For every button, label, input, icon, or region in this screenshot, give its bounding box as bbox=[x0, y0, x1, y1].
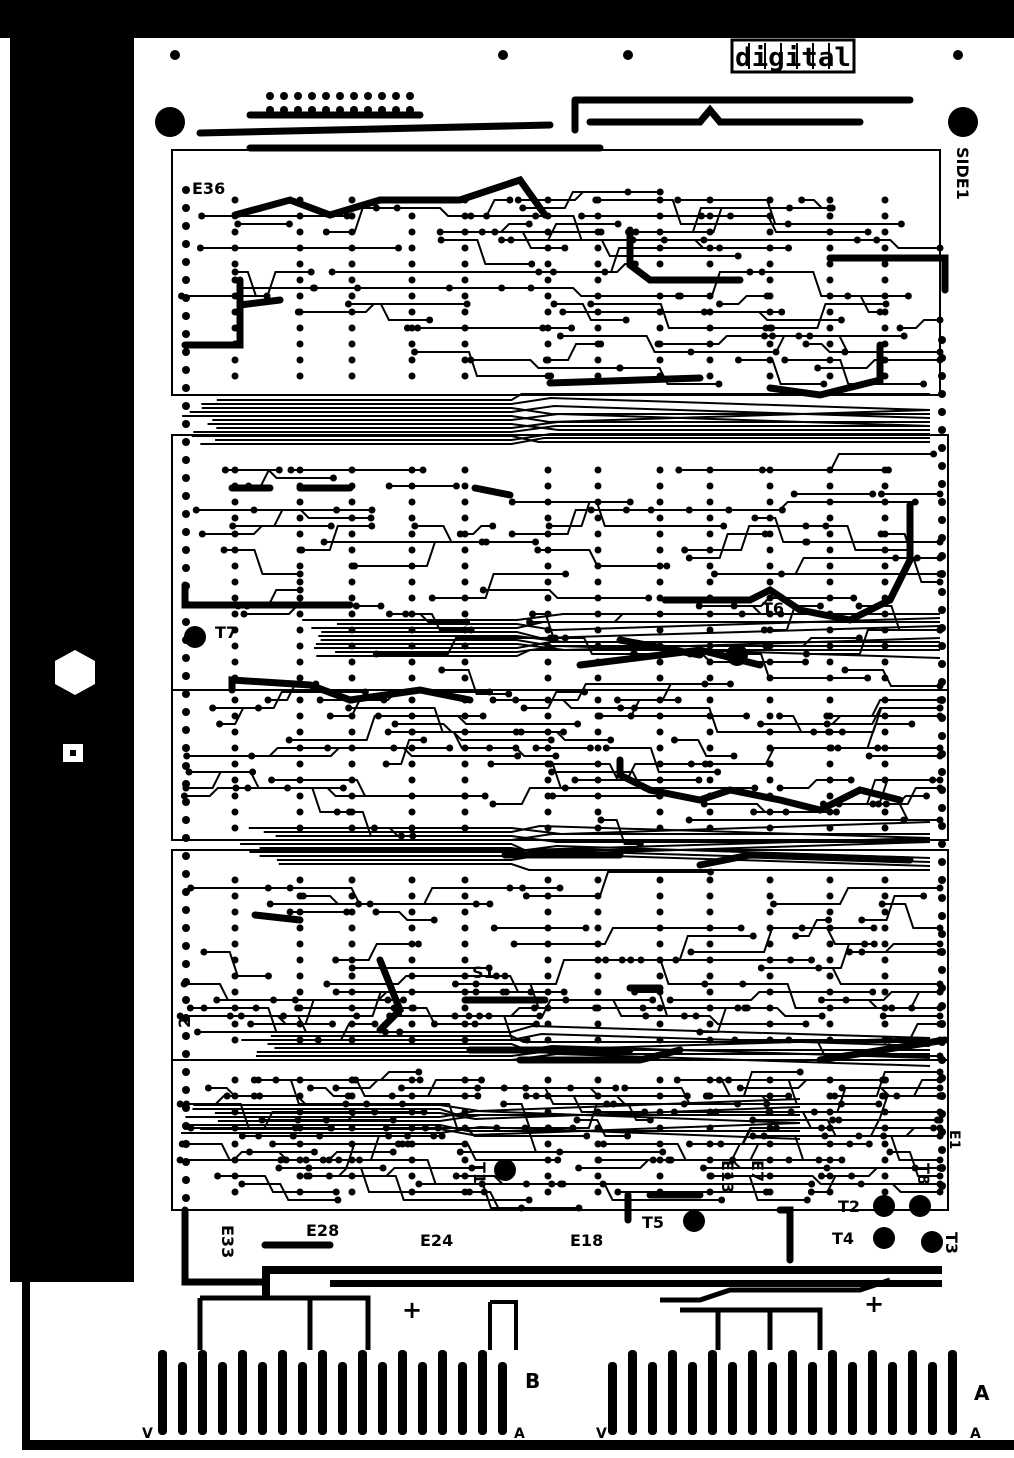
bottom-border bbox=[22, 1440, 1014, 1450]
edge-connector: + + B A V A V A bbox=[142, 1266, 990, 1442]
connector-finger-a-14 bbox=[868, 1350, 877, 1435]
connector-finger-b-5 bbox=[238, 1350, 247, 1435]
label-e13: E13 bbox=[718, 1160, 737, 1193]
label-e33: E33 bbox=[218, 1225, 237, 1258]
connector-finger-b-3 bbox=[198, 1350, 207, 1435]
finger-group-a bbox=[608, 1350, 957, 1435]
connector-finger-b-6 bbox=[258, 1362, 267, 1435]
label-t3: T3 bbox=[942, 1232, 961, 1254]
connector-right-start: V bbox=[596, 1426, 607, 1442]
connector-finger-b-17 bbox=[478, 1350, 487, 1435]
label-e36: E36 bbox=[192, 179, 225, 198]
label-e28: E28 bbox=[306, 1221, 339, 1240]
test-point-t8-pad bbox=[909, 1195, 931, 1217]
connector-finger-a-10 bbox=[788, 1350, 797, 1435]
label-t7: T7 bbox=[215, 623, 237, 642]
label-t1: T1 bbox=[470, 1162, 489, 1184]
brand-logo-text: digital bbox=[735, 43, 851, 73]
connector-finger-a-15 bbox=[888, 1362, 897, 1435]
label-e24: E24 bbox=[420, 1231, 453, 1250]
test-point-t4-pad bbox=[873, 1227, 895, 1249]
test-point-t3-pad bbox=[921, 1231, 943, 1253]
label-e7: E7 bbox=[748, 1160, 767, 1182]
connector-finger-b-2 bbox=[178, 1362, 187, 1435]
connector-finger-a-11 bbox=[808, 1362, 817, 1435]
connector-finger-a-12 bbox=[828, 1350, 837, 1435]
connector-finger-b-16 bbox=[458, 1362, 467, 1435]
connector-finger-a-18 bbox=[948, 1350, 957, 1435]
connector-finger-a-3 bbox=[648, 1362, 657, 1435]
finger-group-b bbox=[158, 1350, 507, 1435]
connector-finger-b-8 bbox=[298, 1362, 307, 1435]
connector-finger-a-17 bbox=[928, 1362, 937, 1435]
left-lower-edge bbox=[22, 1282, 30, 1450]
connector-finger-b-18 bbox=[498, 1362, 507, 1435]
label-e2: 2 bbox=[175, 1017, 194, 1028]
connector-finger-a-4 bbox=[668, 1350, 677, 1435]
connector-finger-b-9 bbox=[318, 1350, 327, 1435]
label-t2: T2 bbox=[838, 1197, 860, 1216]
connector-finger-a-6 bbox=[708, 1350, 717, 1435]
test-point-t7-pad bbox=[184, 626, 206, 648]
connector-finger-a-5 bbox=[688, 1362, 697, 1435]
label-e18: E18 bbox=[570, 1231, 603, 1250]
connector-finger-a-8 bbox=[748, 1350, 757, 1435]
connector-plus-left: + bbox=[402, 1296, 422, 1324]
connector-finger-a-9 bbox=[768, 1362, 777, 1435]
mounting-hole-top-right bbox=[948, 107, 978, 137]
connector-finger-b-4 bbox=[218, 1362, 227, 1435]
label-t5: T5 bbox=[642, 1213, 664, 1232]
connector-finger-b-13 bbox=[398, 1350, 407, 1435]
test-point-t5-pad bbox=[683, 1210, 705, 1232]
connector-finger-b-7 bbox=[278, 1350, 287, 1435]
connector-row-b-label: B bbox=[525, 1369, 540, 1393]
label-t6: T6 bbox=[762, 599, 784, 618]
test-point-t1-pad bbox=[494, 1159, 516, 1181]
connector-plus-right: + bbox=[864, 1290, 884, 1318]
label-t4: T4 bbox=[832, 1229, 854, 1248]
label-side1: SIDE1 bbox=[953, 147, 972, 200]
connector-right-end: A bbox=[970, 1426, 981, 1442]
left-handle-strip bbox=[10, 0, 134, 1282]
connector-finger-a-16 bbox=[908, 1350, 917, 1435]
connector-finger-a-7 bbox=[728, 1362, 737, 1435]
connector-finger-b-14 bbox=[418, 1362, 427, 1435]
mounting-hexagon-icon bbox=[55, 650, 95, 695]
connector-finger-a-1 bbox=[608, 1362, 617, 1435]
connector-finger-b-15 bbox=[438, 1350, 447, 1435]
label-e1: E1 bbox=[946, 1130, 962, 1149]
connector-left-start: V bbox=[142, 1426, 153, 1442]
connector-finger-a-2 bbox=[628, 1350, 637, 1435]
digital-logo: digital bbox=[730, 38, 856, 74]
test-point-t2-pad bbox=[873, 1195, 895, 1217]
connector-finger-b-12 bbox=[378, 1362, 387, 1435]
connector-finger-b-11 bbox=[358, 1350, 367, 1435]
label-t8: T8 bbox=[914, 1163, 933, 1185]
mounting-hole-top-left bbox=[155, 107, 185, 137]
test-point-t6-pad bbox=[726, 644, 748, 666]
top-border bbox=[0, 0, 1014, 38]
pad-layer bbox=[176, 92, 946, 1212]
connector-row-a-label: A bbox=[974, 1381, 990, 1405]
connector-finger-b-1 bbox=[158, 1350, 167, 1435]
connector-finger-a-13 bbox=[848, 1362, 857, 1435]
connector-finger-b-10 bbox=[338, 1362, 347, 1435]
connector-left-end: A bbox=[514, 1426, 525, 1442]
label-s1: S1 bbox=[472, 963, 495, 982]
